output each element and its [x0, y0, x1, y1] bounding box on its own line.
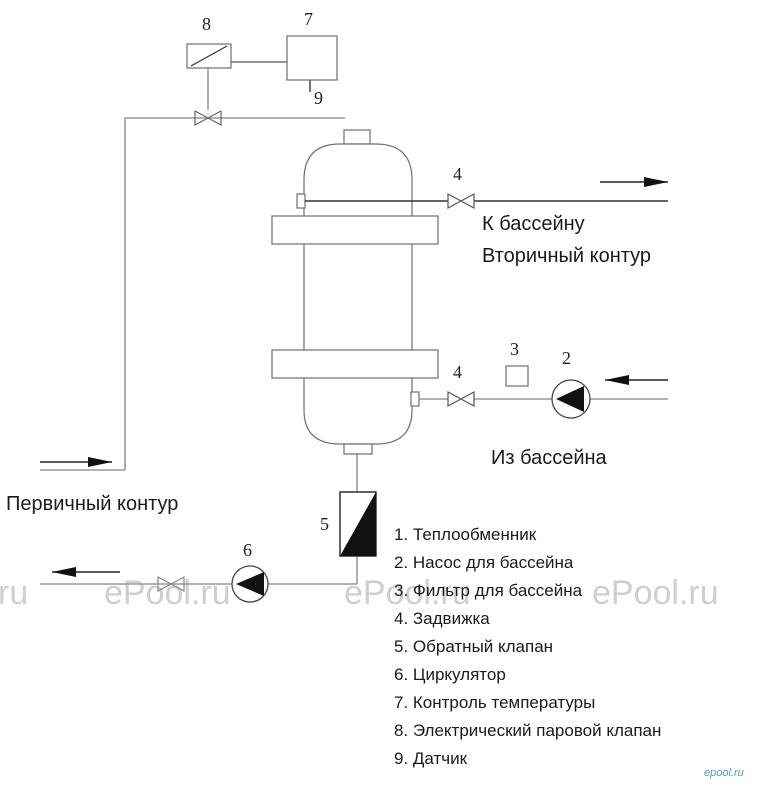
legend-item: 2. Насос для бассейна — [394, 553, 574, 572]
label-secondary-circuit: Вторичный контур — [482, 245, 651, 267]
watermark-3: ePool.ru — [344, 574, 471, 612]
temperature-controller — [231, 35, 338, 92]
pool-pump — [551, 379, 591, 419]
secondary-circuit-pipes — [305, 200, 668, 400]
label-number-9: 9 — [314, 88, 323, 108]
legend-item: 4. Задвижка — [394, 609, 490, 628]
gate-valve-return — [157, 575, 185, 593]
label-from-pool: Из бассейна — [491, 447, 608, 469]
check-valve — [339, 491, 377, 557]
label-number-2: 2 — [562, 348, 571, 368]
label-number-5: 5 — [320, 514, 329, 534]
label-number-4-bottom: 4 — [453, 362, 462, 382]
legend-item: 5. Обратный клапан — [394, 637, 553, 656]
legend-item: 3. Фильтр для бассейна — [394, 581, 583, 600]
legend: 1. Теплообменник 2. Насос для бассейна 3… — [394, 525, 661, 768]
flow-arrow-primary-inlet — [40, 457, 112, 467]
circulator-pump — [231, 565, 269, 603]
watermark-4: ePool.ru — [592, 574, 719, 612]
gate-valve-primary-top — [194, 109, 222, 127]
watermark-1: ru — [0, 574, 28, 612]
gate-valve-outlet — [447, 192, 475, 210]
flow-arrow-outlet — [600, 177, 668, 187]
label-number-6: 6 — [243, 540, 252, 560]
electric-steam-valve-actuator — [186, 43, 232, 69]
label-primary-circuit: Первичный контур — [6, 493, 178, 515]
label-number-3: 3 — [510, 339, 519, 359]
legend-item: 1. Теплообменник — [394, 525, 537, 544]
flow-arrow-primary-return — [52, 567, 120, 577]
label-number-8: 8 — [202, 14, 211, 34]
legend-item: 9. Датчик — [394, 749, 468, 768]
pool-filter — [505, 365, 529, 387]
legend-item: 8. Электрический паровой клапан — [394, 721, 661, 740]
label-to-pool: К бассейну — [482, 213, 585, 235]
watermark-2: ePool.ru — [104, 574, 231, 612]
label-number-4-top: 4 — [453, 164, 462, 184]
flow-arrow-inlet — [605, 375, 668, 385]
gate-valve-inlet — [447, 390, 475, 408]
legend-item: 7. Контроль температуры — [394, 693, 595, 712]
primary-circuit-pipes — [40, 68, 358, 585]
corner-watermark: epool.ru — [704, 767, 744, 779]
label-number-7: 7 — [304, 9, 313, 29]
legend-item: 6. Циркулятор — [394, 665, 506, 684]
heat-exchanger-vessel — [271, 129, 439, 455]
